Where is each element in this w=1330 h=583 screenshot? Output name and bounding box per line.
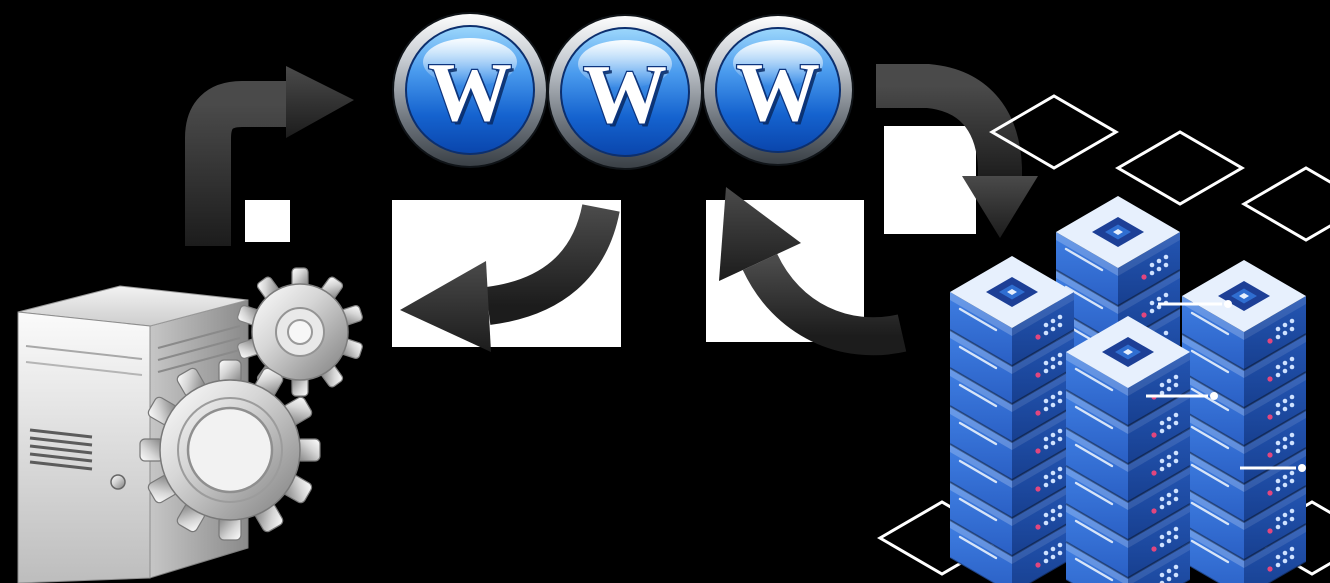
www-button-1: W W bbox=[392, 12, 548, 168]
backdrop-patch bbox=[884, 126, 976, 234]
gear-hole bbox=[287, 319, 313, 345]
arrow-www-to-client bbox=[400, 203, 620, 352]
gear-hole bbox=[186, 406, 274, 494]
power-button bbox=[110, 474, 126, 490]
www-letter-shadow: W bbox=[431, 49, 515, 142]
www-button-2: W W bbox=[547, 14, 703, 170]
network-node-dot bbox=[1298, 464, 1306, 472]
arrow-shaft bbox=[876, 64, 1022, 180]
arrow-shaft bbox=[742, 253, 907, 356]
server-stack-left bbox=[948, 256, 1076, 583]
side-panel-vents bbox=[157, 325, 241, 373]
drive-bay-seam bbox=[25, 361, 143, 376]
network-accent-lines bbox=[1146, 300, 1306, 472]
drive-bay-seam bbox=[25, 345, 143, 360]
button-gloss-highlight bbox=[733, 40, 823, 86]
network-node-dot bbox=[1224, 300, 1232, 308]
arrow-client-to-www bbox=[185, 66, 354, 246]
server-stack-right bbox=[1180, 260, 1308, 583]
gear-large-icon bbox=[139, 359, 321, 541]
arrow-head bbox=[962, 176, 1038, 238]
arrow-www-to-servers bbox=[876, 64, 1038, 238]
www-letter: W bbox=[583, 48, 667, 141]
arrow-head bbox=[719, 187, 801, 281]
backdrop-patch bbox=[245, 200, 290, 242]
arrow-head bbox=[400, 261, 491, 352]
arrow-head bbox=[286, 66, 354, 138]
www-letter-shadow: W bbox=[586, 51, 670, 144]
vent-grille bbox=[29, 428, 93, 471]
www-letter: W bbox=[428, 46, 512, 139]
gear-small-icon bbox=[237, 267, 363, 397]
button-gloss-highlight bbox=[423, 38, 517, 86]
gear-groove bbox=[177, 397, 283, 503]
www-letter-shadow: W bbox=[739, 49, 823, 142]
arrow-shaft bbox=[485, 203, 620, 325]
arrow-servers-to-www bbox=[719, 187, 907, 356]
button-gloss-highlight bbox=[578, 40, 672, 88]
isometric-server-cluster-icon bbox=[878, 94, 1330, 583]
server-stack-front bbox=[1064, 316, 1192, 583]
www-buttons-group: W W W W W W bbox=[392, 12, 854, 170]
network-node-dot bbox=[1210, 392, 1218, 400]
tower-front-panel bbox=[17, 311, 151, 583]
www-letter: W bbox=[736, 46, 820, 139]
www-button-3: W W bbox=[702, 14, 854, 166]
arrow-shaft bbox=[185, 81, 288, 246]
